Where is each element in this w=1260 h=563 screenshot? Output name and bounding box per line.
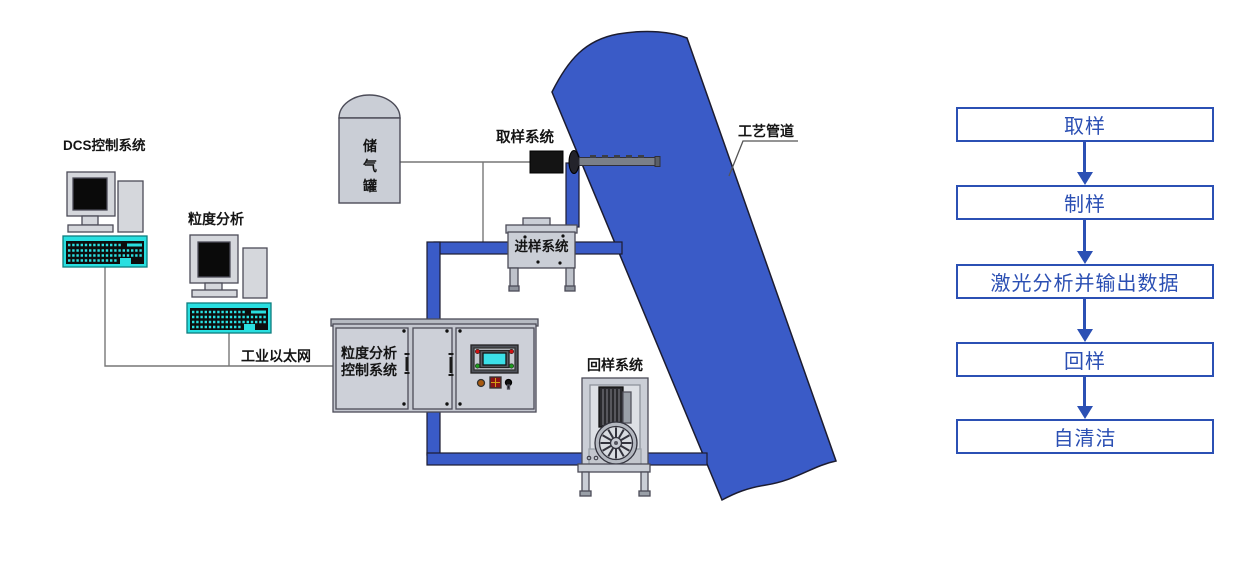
flow-step-label: 取样 (1064, 116, 1106, 138)
flow-arrow-head (1077, 329, 1093, 342)
signal-lines (104, 161, 530, 367)
flow-arrow-head (1077, 172, 1093, 185)
dcs-monitor-screen (72, 177, 108, 211)
hmi-light-red-right (508, 348, 514, 354)
analysis-keyboard-key-rows (192, 310, 266, 329)
flow-arrow-head (1077, 251, 1093, 264)
dcs-label: DCS控制系统 (63, 138, 146, 153)
flow-step-return: 回样 (956, 342, 1214, 377)
hmi-screen (482, 352, 507, 366)
hmi-light-green-left (474, 363, 480, 369)
cabinet-door-left (335, 327, 409, 410)
flow-step-preparation: 制样 (956, 185, 1214, 220)
flow-step-label: 激光分析并输出数据 (990, 273, 1180, 295)
flow-step-laser-analysis: 激光分析并输出数据 (956, 264, 1214, 299)
flow-step-label: 回样 (1064, 351, 1106, 373)
probe-slots (590, 155, 644, 158)
hmi-light-green-right (508, 363, 514, 369)
gas-tank-body (338, 117, 401, 204)
probe-tube (578, 157, 656, 166)
flow-arrow-head (1077, 406, 1093, 419)
sampling-probe (529, 150, 661, 174)
gas-tank-label: 储 气 罐 (363, 138, 377, 194)
return-base-rail (577, 463, 651, 473)
motor-ribs (602, 389, 620, 425)
return-leg-right (640, 471, 649, 494)
analysis-label: 粒度分析 (188, 211, 244, 227)
fan-spokes (600, 427, 632, 459)
hmi-indicator-lights (474, 348, 514, 369)
workstation-analysis (186, 234, 272, 334)
dcs-keyboard-pad (120, 258, 131, 264)
return-label: 回样系统 (587, 357, 643, 373)
flow-step-label: 自清洁 (1053, 428, 1117, 450)
cabinet-bolts (402, 329, 462, 406)
flow-step-label: 制样 (1064, 194, 1106, 216)
gas-tank (338, 94, 401, 204)
gas-tank-dome (338, 94, 401, 119)
feeder-bolts (523, 234, 565, 265)
analysis-tower (242, 247, 268, 299)
feeding-label: 进样系统 (514, 239, 569, 254)
blower-fan (594, 421, 638, 465)
analysis-monitor-base (191, 289, 238, 298)
flow-arrow-stem (1083, 299, 1086, 329)
pipe-return-horizontal (426, 452, 708, 466)
flow-step-self-clean: 自清洁 (956, 419, 1214, 454)
motor-side-pipe (622, 391, 632, 424)
analysis-monitor-screen (197, 241, 231, 278)
return-panel-dots (586, 455, 599, 461)
fan-hub-center (614, 441, 618, 445)
sampler-body (529, 150, 564, 174)
analysis-keyboard (186, 302, 272, 334)
pipe-feed-to-pipeline (574, 241, 623, 255)
cabinet-door-middle (412, 327, 453, 410)
ethernet-line (104, 267, 333, 367)
cabinet-handles (404, 353, 454, 376)
button-orange (476, 378, 486, 388)
sampling-label: 取样系统 (496, 130, 554, 146)
return-foot-left (579, 490, 592, 497)
dcs-monitor-base (67, 224, 114, 233)
probe-flange (568, 150, 580, 174)
dcs-monitor-neck (81, 215, 99, 226)
probe-tip (654, 156, 661, 167)
pipeline-leader-line (728, 140, 798, 177)
pipe-feed-left (433, 241, 511, 255)
analysis-keyboard-pad (244, 324, 255, 330)
dcs-keyboard-key-rows (68, 243, 142, 262)
feeder-foot-right (564, 285, 576, 292)
cabinet-label: 粒度分析 控制系统 (341, 345, 397, 378)
ethernet-label: 工业以太网 (241, 348, 311, 364)
pipeline-label: 工艺管道 (738, 123, 794, 139)
return-foot-right (638, 490, 651, 497)
button-emergency-cross (491, 378, 500, 387)
dcs-keyboard (62, 235, 148, 268)
dcs-keyboard-bar (127, 243, 142, 247)
analysis-keyboard-bar (251, 310, 266, 314)
dcs-tower (117, 180, 144, 233)
flow-arrow-stem (1083, 377, 1086, 406)
button-black-stem (506, 384, 511, 390)
pipe-down-to-cabinet (426, 241, 441, 323)
flow-arrow-stem (1083, 220, 1086, 251)
control-cabinet (330, 318, 539, 413)
flow-arrow-stem (1083, 142, 1086, 172)
hmi-light-red-left (474, 348, 480, 354)
feeder-body (507, 231, 576, 269)
flow-step-sampling: 取样 (956, 107, 1214, 142)
process-pipeline (551, 30, 837, 502)
pipe-below-cabinet (426, 411, 441, 456)
cabinet-hmi (470, 344, 519, 390)
return-leg-left (581, 471, 590, 494)
workstation-dcs (62, 171, 148, 268)
feeder-foot-left (508, 285, 520, 292)
feeding-system (505, 217, 578, 292)
return-system-unit (577, 377, 651, 497)
